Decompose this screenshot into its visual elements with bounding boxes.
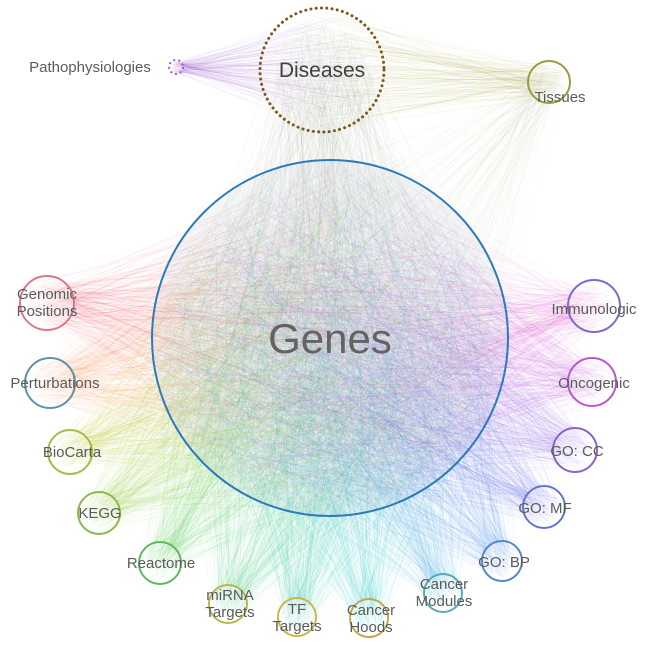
node-label-oncogenic: Oncogenic: [558, 375, 630, 392]
node-circle-kegg[interactable]: [77, 491, 121, 535]
edge-bundle-cancer_hoods-genes: [167, 168, 500, 634]
node-circle-reactome[interactable]: [138, 541, 182, 585]
node-circle-genomic_positions[interactable]: [19, 275, 75, 331]
edge-bundle-tf_targets-genes: [169, 169, 500, 633]
node-perturbations[interactable]: Perturbations: [10, 357, 100, 409]
node-label-reactome: Reactome: [127, 555, 195, 572]
internal-edges-genes: [158, 163, 503, 511]
edge-bundle-biocarta-genes: [51, 176, 494, 509]
edge-bundle-diseases-genes: [168, 18, 500, 508]
node-go_mf[interactable]: GO: MF: [518, 485, 572, 529]
node-label-tissues: Tissues: [534, 89, 585, 106]
node-label-genes: Genes: [268, 315, 392, 362]
node-circle-cancer_modules[interactable]: [423, 573, 463, 613]
node-kegg[interactable]: KEGG: [77, 491, 122, 535]
node-label-go_cc: GO: CC: [550, 443, 604, 460]
edge-bundle-tissues-diseases: [263, 10, 567, 131]
node-circle-go_mf[interactable]: [522, 485, 566, 529]
node-label-go_bp: GO: BP: [478, 554, 530, 571]
node-circle-genes[interactable]: [151, 159, 509, 517]
node-immunologic[interactable]: Immunologic: [551, 279, 637, 333]
node-go_bp[interactable]: GO: BP: [478, 540, 530, 582]
node-tissues[interactable]: Tissues: [527, 60, 586, 106]
node-circle-perturbations[interactable]: [24, 357, 76, 409]
node-label-immunologic: Immunologic: [551, 301, 637, 318]
node-label-go_mf: GO: MF: [518, 500, 571, 517]
edge-bundle-mirna_targets-genes: [164, 169, 496, 620]
edge-bundle-immunologic-genes: [157, 170, 616, 498]
edge-bundle-reactome-genes: [142, 170, 500, 579]
edge-bundles: [24, 9, 616, 634]
node-label-perturbations: Perturbations: [10, 375, 99, 392]
edge-bundle-oncogenic-genes: [157, 167, 613, 507]
node-circle-immunologic[interactable]: [567, 279, 621, 333]
node-circle-tissues[interactable]: [527, 60, 571, 104]
edge-bundle-tissues-genes: [157, 66, 566, 498]
edge-bundle-go_mf-genes: [164, 169, 562, 524]
nodes: Genes Diseases PathophysiologiesTissuesGen…: [10, 6, 637, 638]
edge-bundle-pathophysiologies-diseases: [170, 17, 382, 129]
node-pathophysiologies[interactable]: Pathophysiologies: [29, 59, 184, 76]
edge-bundle-go_bp-genes: [159, 172, 520, 578]
node-circle-pathophysiologies[interactable]: [168, 59, 184, 75]
node-circle-go_cc[interactable]: [552, 427, 598, 473]
edge-bundle-go_cc-genes: [161, 167, 594, 505]
edge-bundle-cancer_modules-genes: [169, 171, 502, 609]
edge-bundle-genomic_positions-genes: [24, 167, 491, 503]
node-circle-oncogenic[interactable]: [567, 357, 617, 407]
node-diseases[interactable]: Diseases: [258, 6, 386, 134]
node-circle-cancer_hoods[interactable]: [349, 598, 389, 638]
node-circle-biocarta[interactable]: [47, 429, 93, 475]
node-circle-tf_targets[interactable]: [277, 597, 317, 637]
edge-bundle-kegg-genes: [81, 175, 495, 531]
node-label-diseases: Diseases: [279, 59, 365, 82]
node-reactome[interactable]: Reactome: [127, 541, 195, 585]
node-label-pathophysiologies: Pathophysiologies: [29, 59, 151, 76]
node-label-kegg: KEGG: [78, 505, 121, 522]
node-circle-go_bp[interactable]: [481, 540, 523, 582]
node-label-biocarta: BioCarta: [43, 444, 102, 461]
node-circle-diseases[interactable]: [258, 6, 386, 134]
node-circle-mirna_targets[interactable]: [208, 584, 248, 624]
node-oncogenic[interactable]: Oncogenic: [558, 357, 630, 407]
node-biocarta[interactable]: BioCarta: [43, 429, 102, 475]
internal-edges-diseases: [263, 9, 381, 131]
edge-bundle-perturbations-genes: [30, 168, 493, 510]
node-genes[interactable]: Genes: [151, 159, 509, 517]
node-go_cc[interactable]: GO: CC: [550, 427, 604, 473]
